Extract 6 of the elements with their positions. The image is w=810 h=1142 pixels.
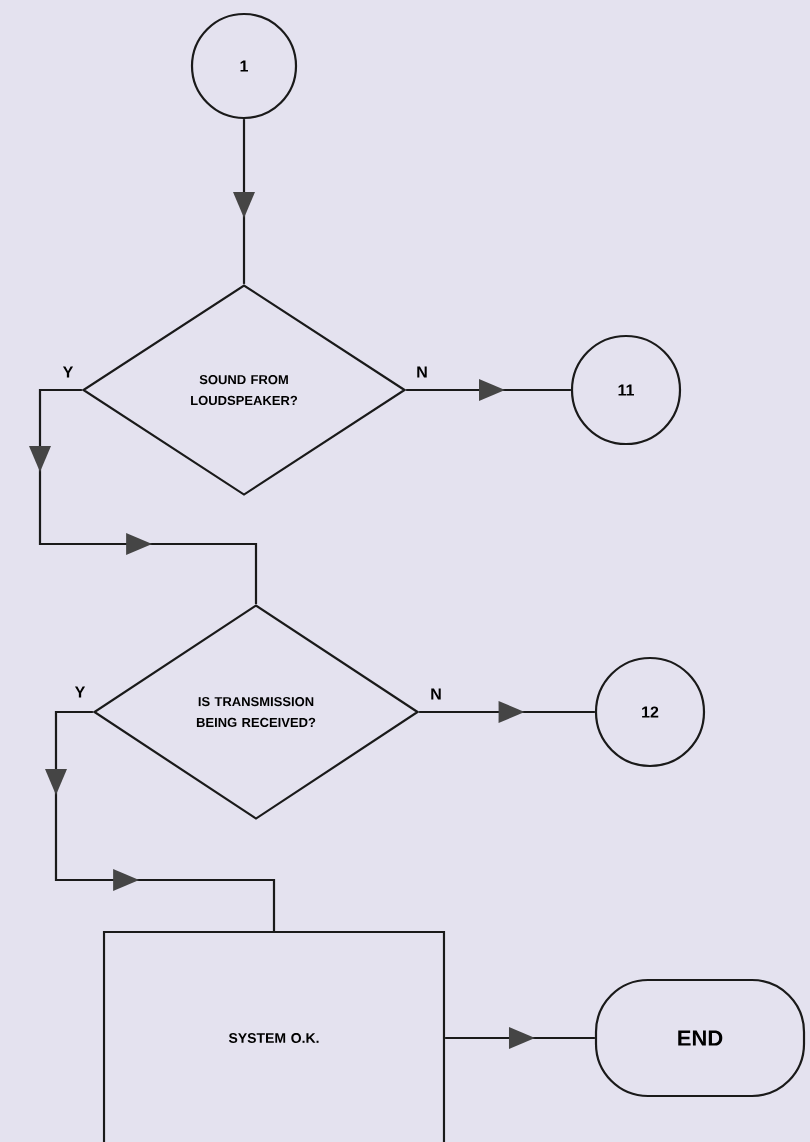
arrow xyxy=(406,379,571,401)
arrow xyxy=(45,710,276,931)
arrow xyxy=(419,701,595,723)
arrow xyxy=(29,388,258,604)
arrow xyxy=(233,119,255,284)
arrow xyxy=(445,1027,595,1049)
